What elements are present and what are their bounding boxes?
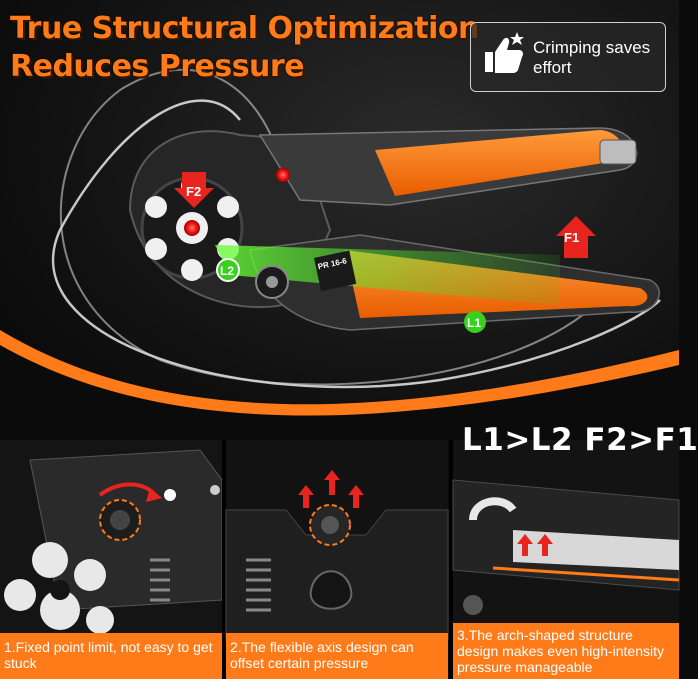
label-f2: F2 bbox=[186, 184, 201, 199]
panel-1-caption: 1.Fixed point limit, not easy to get stu… bbox=[0, 633, 222, 679]
badge-text: Crimping saves effort bbox=[533, 38, 651, 77]
panel-2-caption: 2.The flexible axis design can offset ce… bbox=[226, 633, 448, 679]
detail-panel-3: 3.The arch-shaped structure design makes… bbox=[452, 440, 680, 679]
lever-beam bbox=[215, 245, 560, 305]
arrow-f2 bbox=[174, 172, 214, 208]
panel-divider bbox=[449, 440, 453, 679]
panel-divider bbox=[222, 440, 226, 679]
arrow-f1 bbox=[556, 216, 596, 258]
effort-badge: Crimping saves effort bbox=[470, 22, 666, 92]
label-l2: L2 bbox=[220, 264, 234, 278]
crimper-illustration: F2 F1 L2 L1 PR 16-6 bbox=[0, 68, 679, 430]
panel-3-caption: 3.The arch-shaped structure design makes… bbox=[453, 623, 679, 679]
label-f1: F1 bbox=[564, 230, 579, 245]
detail-panel-2: 2.The flexible axis design can offset ce… bbox=[225, 440, 449, 679]
thumbs-up-star-icon bbox=[485, 32, 524, 73]
detail-panel-1: 1.Fixed point limit, not easy to get stu… bbox=[0, 440, 223, 679]
label-l1: L1 bbox=[467, 316, 481, 330]
title-line-1: True Structural Optimization bbox=[10, 11, 479, 46]
title-line-2: Reduces Pressure bbox=[10, 49, 305, 84]
page-title: True Structural Optimization Reduces Pre… bbox=[10, 10, 479, 86]
hero-image: F2 F1 L2 L1 PR 16-6 True Structural Opti… bbox=[0, 0, 679, 430]
ratio-formula: L1>L2 F2>F1 bbox=[462, 422, 698, 458]
